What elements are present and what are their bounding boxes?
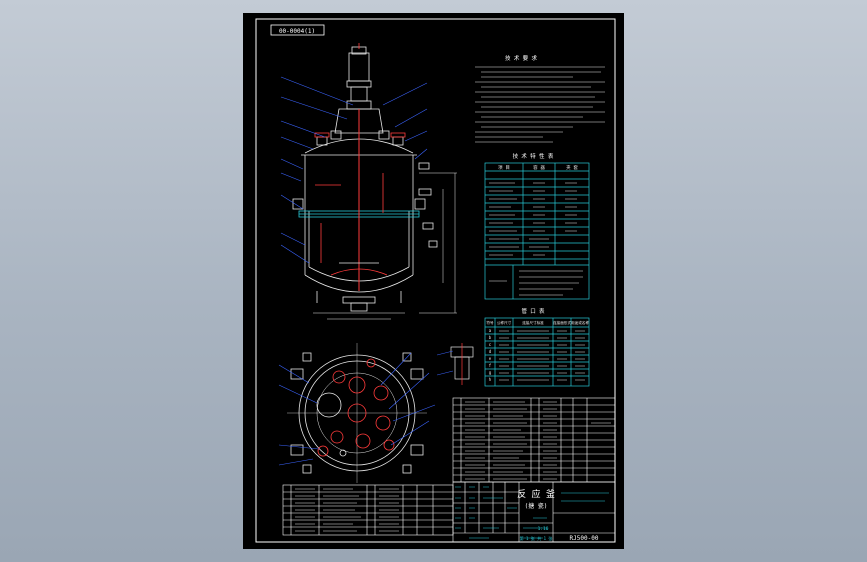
nozzle-header-standard: 连接尺寸标准 — [522, 320, 544, 325]
drawing-code-box: 00-0004(1) — [270, 24, 325, 36]
title-block-name: 反 应 釜 — [517, 488, 555, 500]
tech-requirements: 技 术 要 求 — [475, 54, 605, 143]
tech-spec-title: 技 术 特 性 表 — [513, 152, 554, 160]
nozzle-header-size: 公称尺寸 — [497, 320, 512, 325]
parts-list-left — [282, 484, 454, 536]
cad-drawing: 00-0004(1) — [255, 18, 616, 543]
nozzle-header-purpose: 用途或名称 — [571, 320, 589, 325]
nozzle-table-title: 管 口 表 — [521, 307, 545, 315]
plan-leaders — [278, 352, 436, 466]
nozzle-symbol: a — [489, 328, 492, 333]
drawing-frame — [255, 18, 616, 543]
vessel-elevation — [292, 43, 457, 320]
vessel-plan-view — [287, 343, 427, 483]
nozzle-table: 管 口 表 符号 公称尺寸 连接尺寸标准 连接面形式 用途或名称 a b — [484, 307, 589, 387]
nozzle-symbol: c — [489, 342, 492, 347]
sheet-note: 第 1 张 共 1 张 — [520, 535, 553, 541]
drawing-number: RJ500-00 — [570, 535, 599, 542]
nozzle-header-symbol: 符号 — [486, 320, 494, 325]
nozzle-symbol: h — [489, 377, 492, 382]
drawing-sheet: 00-0004(1) — [243, 13, 624, 549]
nozzle-symbol: b — [489, 335, 492, 340]
scale-note: 1:10 — [538, 526, 549, 532]
nozzle-header-face: 连接面形式 — [553, 320, 571, 325]
nozzle-symbol: d — [489, 349, 492, 354]
nozzle-symbol: e — [489, 356, 492, 361]
spec-header-jacket: 夹 套 — [566, 164, 578, 171]
nozzle-symbol: g — [489, 370, 492, 375]
nozzle-symbol: f — [489, 363, 492, 368]
vessel-leaders-left — [280, 76, 354, 264]
nozzle-detail-view — [436, 343, 474, 385]
title-block: 反 应 釜 (搪 瓷) 1:10 第 1 张 共 1 张 RJ500-00 — [452, 481, 616, 543]
vessel-leaders-right — [382, 82, 428, 160]
tech-requirements-title: 技 术 要 求 — [505, 54, 537, 62]
spec-header-item: 项 目 — [498, 165, 510, 171]
parts-list-right — [452, 397, 616, 483]
tech-spec-table: 技 术 特 性 表 项 目 容 器 夹 套 — [484, 152, 590, 300]
spec-header-vessel: 容 器 — [533, 164, 545, 171]
title-block-sub: (搪 瓷) — [525, 502, 548, 510]
drawing-code-text: 00-0004(1) — [279, 28, 315, 35]
